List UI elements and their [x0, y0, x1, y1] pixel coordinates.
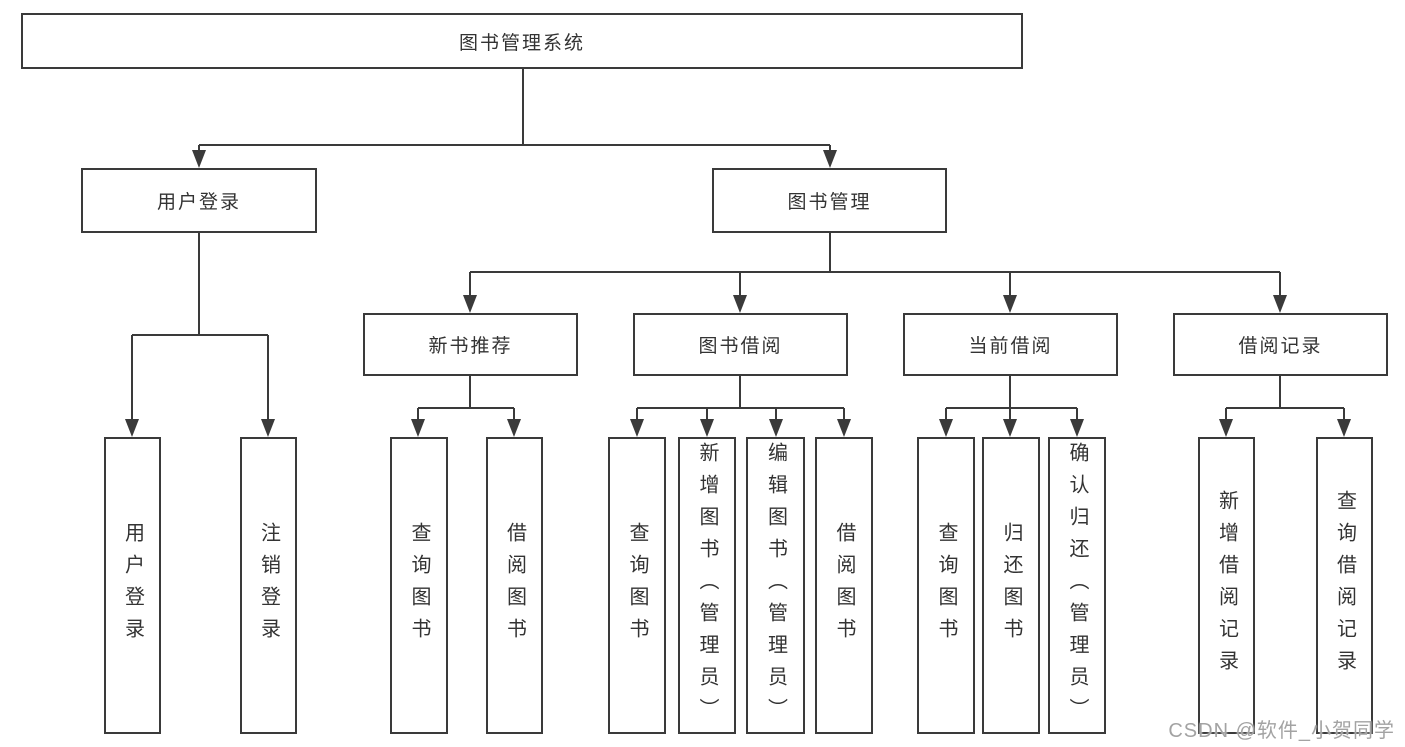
node-label: 用户登录: [121, 521, 144, 650]
leaf-add-books-admin: 新增图书（管理员）: [678, 437, 736, 734]
node-library-management-system: 图书管理系统: [21, 13, 1023, 69]
node-label: 借阅记录: [1238, 336, 1323, 357]
node-label: 编辑图书（管理员）: [764, 441, 787, 730]
node-label: 查询图书: [935, 521, 957, 650]
node-book-borrowing: 图书借阅: [633, 313, 848, 376]
node-label: 当前借阅: [968, 336, 1053, 357]
node-label: 新增图书（管理员）: [696, 441, 718, 730]
node-label: 借阅图书: [503, 521, 526, 650]
node-label: 归还图书: [1000, 521, 1022, 650]
node-label: 新书推荐: [428, 336, 513, 357]
node-borrowing-records: 借阅记录: [1173, 313, 1388, 376]
node-label: 确认归还（管理员）: [1066, 441, 1088, 730]
node-label: 查询图书: [408, 521, 430, 650]
node-label: 查询图书: [626, 521, 648, 650]
leaf-query-books-borrow: 查询图书: [608, 437, 666, 734]
leaf-borrow-books: 借阅图书: [815, 437, 873, 734]
csdn-watermark: CSDN @软件_小贺同学: [1168, 720, 1395, 742]
node-user-login: 用户登录: [81, 168, 317, 233]
node-label: 注销登录: [257, 521, 280, 650]
leaf-add-borrow-record: 新增借阅记录: [1198, 437, 1255, 734]
node-label: 新增借阅记录: [1215, 489, 1238, 682]
node-book-management: 图书管理: [712, 168, 947, 233]
leaf-query-borrow-record: 查询借阅记录: [1316, 437, 1373, 734]
node-label: 借阅图书: [833, 521, 855, 650]
leaf-edit-books-admin: 编辑图书（管理员）: [746, 437, 805, 734]
node-new-book-recommend: 新书推荐: [363, 313, 578, 376]
leaf-confirm-return-admin: 确认归还（管理员）: [1048, 437, 1106, 734]
node-label: 查询借阅记录: [1333, 489, 1356, 682]
leaf-user-login: 用户登录: [104, 437, 161, 734]
node-label: 图书管理: [787, 192, 872, 213]
node-label: 图书管理系统: [458, 32, 585, 54]
leaf-return-books: 归还图书: [982, 437, 1040, 734]
node-label: 图书借阅: [698, 336, 783, 357]
node-label: 用户登录: [156, 192, 241, 213]
leaf-borrow-books-recommend: 借阅图书: [486, 437, 543, 734]
leaf-query-books-recommend: 查询图书: [390, 437, 448, 734]
leaf-logout: 注销登录: [240, 437, 297, 734]
leaf-query-books-current: 查询图书: [917, 437, 975, 734]
node-current-borrowing: 当前借阅: [903, 313, 1118, 376]
